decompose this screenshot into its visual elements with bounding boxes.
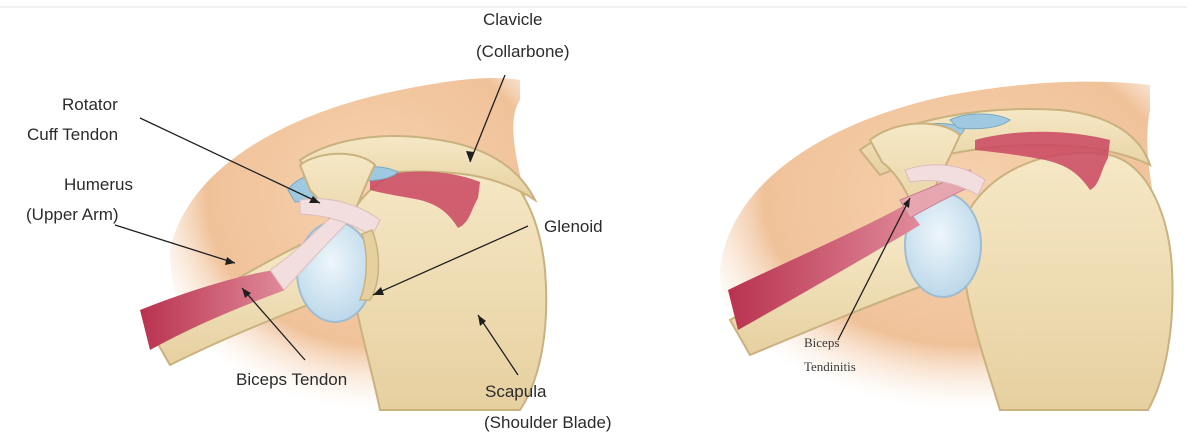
right-illustration [720,82,1173,410]
left-illustration [140,78,546,410]
scapula-sublabel: (Shoulder Blade) [484,413,612,432]
humerus-label: Humerus [64,175,133,194]
scapula-label: Scapula [485,382,547,401]
clavicle-label: Clavicle [483,10,543,29]
humeral-head [297,222,373,322]
clavicle-sublabel: (Collarbone) [476,42,570,61]
biceps-tendon-label: Biceps Tendon [236,370,347,389]
rotator-label: Rotator [62,95,118,114]
glenoid-label: Glenoid [544,217,603,236]
tendinitis-sublabel: Tendinitis [804,359,856,374]
tendinitis-label: Biceps [804,335,839,350]
humerus-sublabel: (Upper Arm) [26,205,119,224]
rotator-sublabel: Cuff Tendon [27,125,118,144]
scapula-shape-right [960,153,1173,410]
